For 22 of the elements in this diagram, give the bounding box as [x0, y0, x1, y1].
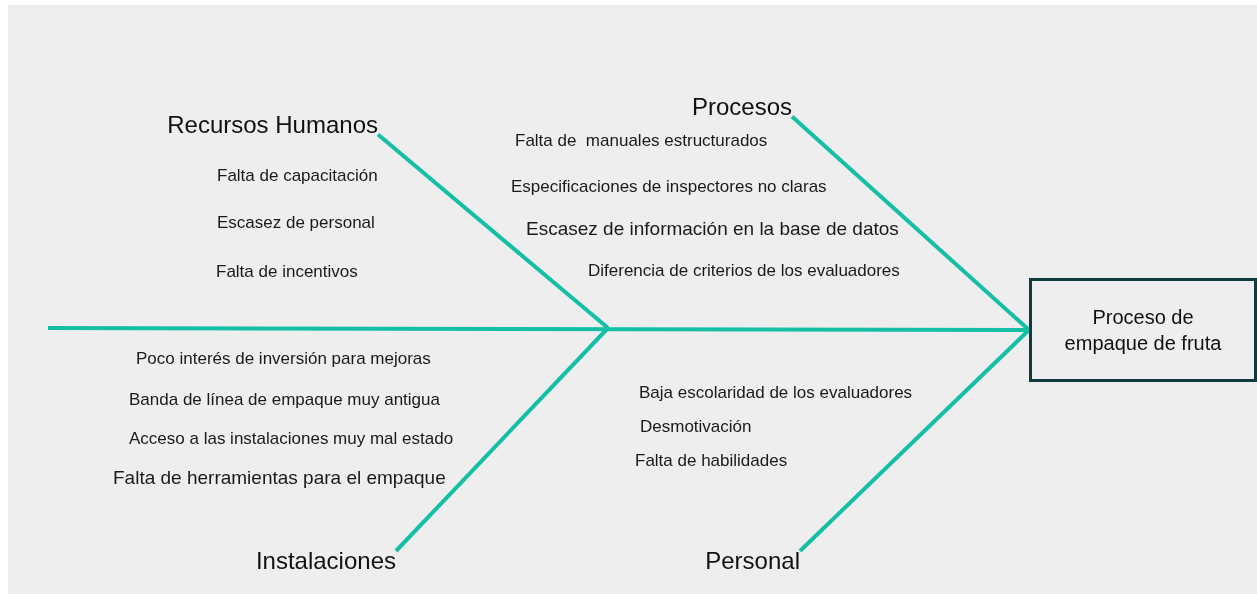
category-heading: Procesos [691, 93, 792, 121]
cause-text: Acceso a las instalaciones muy mal estado [129, 429, 454, 449]
cause-text: Banda de línea de empaque muy antigua [129, 390, 440, 410]
cause-text: Poco interés de inversión para mejoras [136, 349, 431, 369]
spine-line [48, 326, 1029, 332]
category-heading: Personal [705, 547, 800, 575]
category-heading: Instalaciones [255, 547, 396, 575]
cause-text: Desmotivación [640, 417, 752, 437]
cause-text: Falta de habilidades [635, 451, 788, 471]
cause-text: Falta de incentivos [216, 262, 358, 282]
cause-text: Falta de manuales estructurados [515, 131, 768, 151]
cause-text: Baja escolaridad de los evaluadores [639, 383, 913, 403]
effect-text: Proceso de empaque de fruta [1063, 305, 1223, 356]
effect-box [1029, 278, 1257, 382]
category-heading: Recursos Humanos [167, 111, 378, 139]
cause-text: Falta de herramientas para el empaque [113, 467, 446, 489]
cause-text: Escasez de información en la base de datos [526, 218, 899, 240]
cause-text: Falta de capacitación [217, 166, 378, 186]
cause-text: Diferencia de criterios de los evaluadores [588, 261, 900, 281]
cause-text: Especificaciones de inspectores no claras [511, 177, 827, 197]
bone-line [376, 133, 610, 330]
cause-text: Escasez de personal [217, 213, 375, 233]
